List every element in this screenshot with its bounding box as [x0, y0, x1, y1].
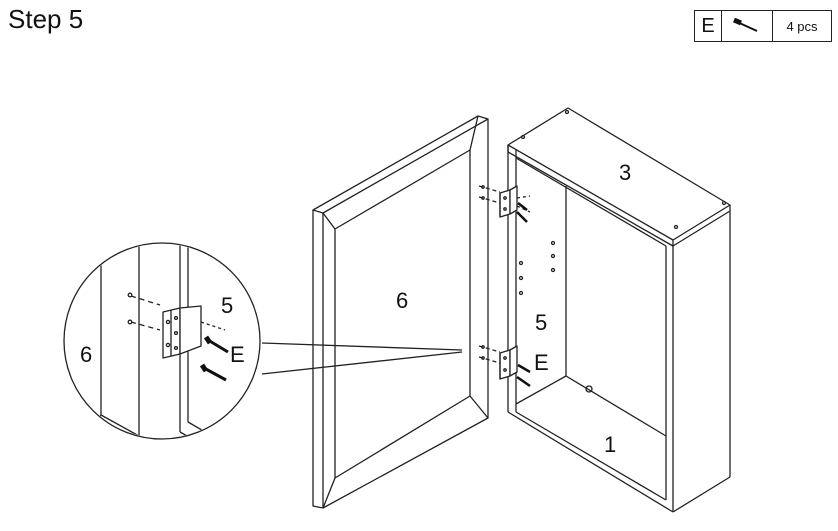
label-cabinet-top: 3 — [619, 160, 631, 185]
label-screw-main: E — [534, 350, 549, 375]
parts-box: E 4 pcs — [694, 10, 832, 42]
door-panel — [312, 115, 489, 509]
label-cabinet-bottom: 1 — [604, 432, 616, 457]
upper-hinge — [478, 185, 531, 223]
label-detail-screw: E — [230, 342, 245, 367]
label-door: 6 — [396, 288, 408, 313]
detail-magnifier — [63, 242, 261, 440]
label-detail-door: 6 — [80, 342, 92, 367]
step-title: Step 5 — [8, 4, 84, 34]
part-quantity: 4 pcs — [786, 18, 818, 34]
cabinet-box — [507, 107, 731, 513]
label-cabinet-side: 5 — [535, 310, 547, 335]
lower-hinge — [478, 345, 531, 388]
screw-icon — [722, 11, 773, 41]
part-letter: E — [695, 11, 722, 41]
detail-pointer — [261, 342, 463, 375]
label-detail-side: 5 — [221, 293, 233, 318]
